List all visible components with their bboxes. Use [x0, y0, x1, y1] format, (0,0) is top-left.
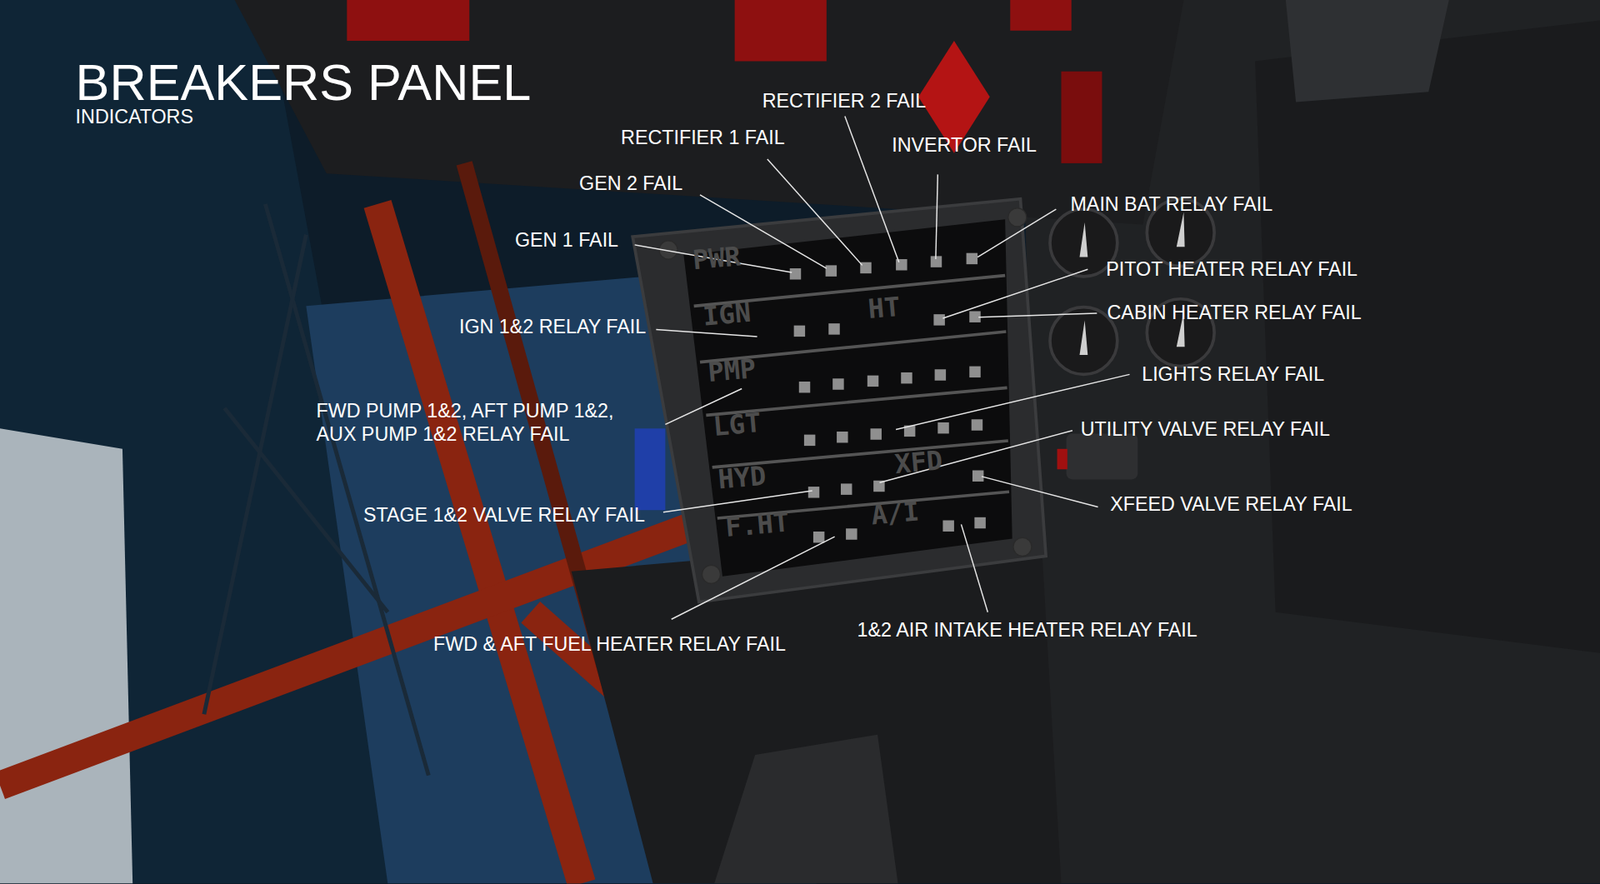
callout-label: XFEED VALVE RELAY FAIL [1110, 493, 1353, 517]
panel-engraving: F.HT [724, 509, 790, 541]
page-title: BREAKERS PANEL [75, 51, 532, 113]
callout-label: PITOT HEATER RELAY FAIL [1105, 257, 1358, 281]
callout-label: 1&2 AIR INTAKE HEATER RELAY FAIL [857, 619, 1198, 643]
panel-engraving: LGT [711, 409, 762, 440]
panel-engraving: IGN [701, 299, 752, 330]
callout-label: CABIN HEATER RELAY FAIL [1107, 301, 1362, 325]
callout-label: STAGE 1&2 VALVE RELAY FAIL [363, 503, 645, 527]
callout-label: RECTIFIER 2 FAIL [762, 89, 927, 113]
callout-label: MAIN BAT RELAY FAIL [1070, 193, 1273, 217]
panel-engraving: PWR [691, 242, 742, 274]
callout-label: FWD & AFT FUEL HEATER RELAY FAIL [433, 633, 786, 657]
callout-label: RECTIFIER 1 FAIL [620, 125, 785, 150]
panel-engraving: HYD [716, 462, 767, 494]
callout-label: INVERTOR FAIL [891, 134, 1037, 158]
callout-label: LIGHTS RELAY FAIL [1141, 362, 1325, 386]
callout-label: IGN 1&2 RELAY FAIL [459, 315, 646, 340]
panel-engraving: A/I [870, 498, 920, 530]
callout-label: GEN 2 FAIL [579, 171, 683, 195]
callout-label: UTILITY VALVE RELAY FAIL [1080, 418, 1330, 442]
leader-lines [635, 116, 1130, 620]
callout-label: GEN 1 FAIL [515, 229, 619, 253]
callout-label: FWD PUMP 1&2, AFT PUMP 1&2, AUX PUMP 1&2… [316, 400, 654, 447]
panel-engraving: XFD [893, 446, 944, 478]
subtitle: INDICATORS [75, 105, 194, 130]
panel-engraving: HT [866, 293, 901, 323]
panel-engraving: PMP [706, 355, 757, 386]
